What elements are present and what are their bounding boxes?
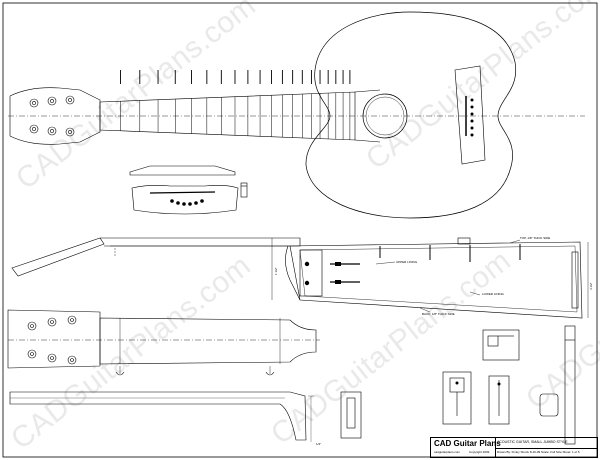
headstock-outline: [9, 87, 101, 145]
neck-detail-top: [7, 309, 320, 369]
dovetail-detail-fill: [455, 381, 501, 386]
bridge-side-small: [457, 237, 471, 245]
body-outline: [305, 11, 517, 219]
fret-marker-labels: [120, 70, 351, 84]
neck-heel-lines: [354, 89, 381, 143]
dim-tick-label: 1/4": [316, 442, 322, 446]
side-view-bolts: [304, 261, 341, 286]
bridge-plan-view: [131, 185, 239, 215]
neck-block-section: [340, 391, 362, 439]
title-meta: Drawn By: Finley Strock 8-16-09 Scale: F…: [497, 450, 580, 454]
title-description: ACOUSTIC GUITAR, SMALL JUMBO STYLE: [497, 440, 568, 444]
tail-strip-detail: [564, 325, 576, 445]
back-label: BACK, 1/8" THICK SIDE: [422, 312, 455, 316]
tuner-posts: [29, 95, 75, 137]
title-block: CAD Guitar Plans cadguitarplans.com Copy…: [430, 437, 598, 458]
title-copyright: Copyright 2009: [469, 450, 490, 454]
bridge-pins: [470, 98, 474, 137]
frets: [120, 92, 351, 140]
body-side-outline: [289, 241, 583, 319]
title-divider: [495, 438, 496, 457]
neck-top-view: [8, 87, 585, 145]
dovetail-detail: [442, 371, 559, 425]
bridge-top: [454, 65, 486, 165]
nut-height-dim: 1 1/2": [274, 267, 278, 275]
bridge-saddle-slot: [149, 191, 216, 194]
neck-detail-tuners: [27, 315, 77, 365]
top-label: TOP, 1/8" THICK SIDE: [520, 236, 551, 240]
body-depth-dim: 4 1/2": [589, 282, 593, 290]
title-hline: [495, 448, 597, 449]
headstock-detail: [7, 309, 101, 369]
body-top-view: [305, 11, 517, 219]
title-site: cadguitarplans.com: [434, 450, 461, 454]
bridge-side-view: [129, 165, 236, 176]
soundhole: [362, 93, 408, 139]
title-brand: CAD Guitar Plans: [434, 439, 501, 448]
brace-label-1: UPPER LINING: [396, 260, 418, 264]
neck-block: [299, 249, 323, 297]
heel-block-detail: [482, 329, 520, 361]
brace-label-2: LOWER LINING: [482, 292, 504, 296]
headstock-side: [11, 237, 105, 277]
bridge-detail: [129, 165, 248, 215]
side-view: [11, 237, 589, 319]
neck-detail: [99, 317, 317, 365]
saddle-detail: [240, 182, 248, 198]
rosette-ring: [365, 96, 405, 136]
neck-side: [100, 237, 301, 247]
bridge-detail-pins: [170, 199, 204, 206]
neck-profile-side: [9, 366, 314, 442]
